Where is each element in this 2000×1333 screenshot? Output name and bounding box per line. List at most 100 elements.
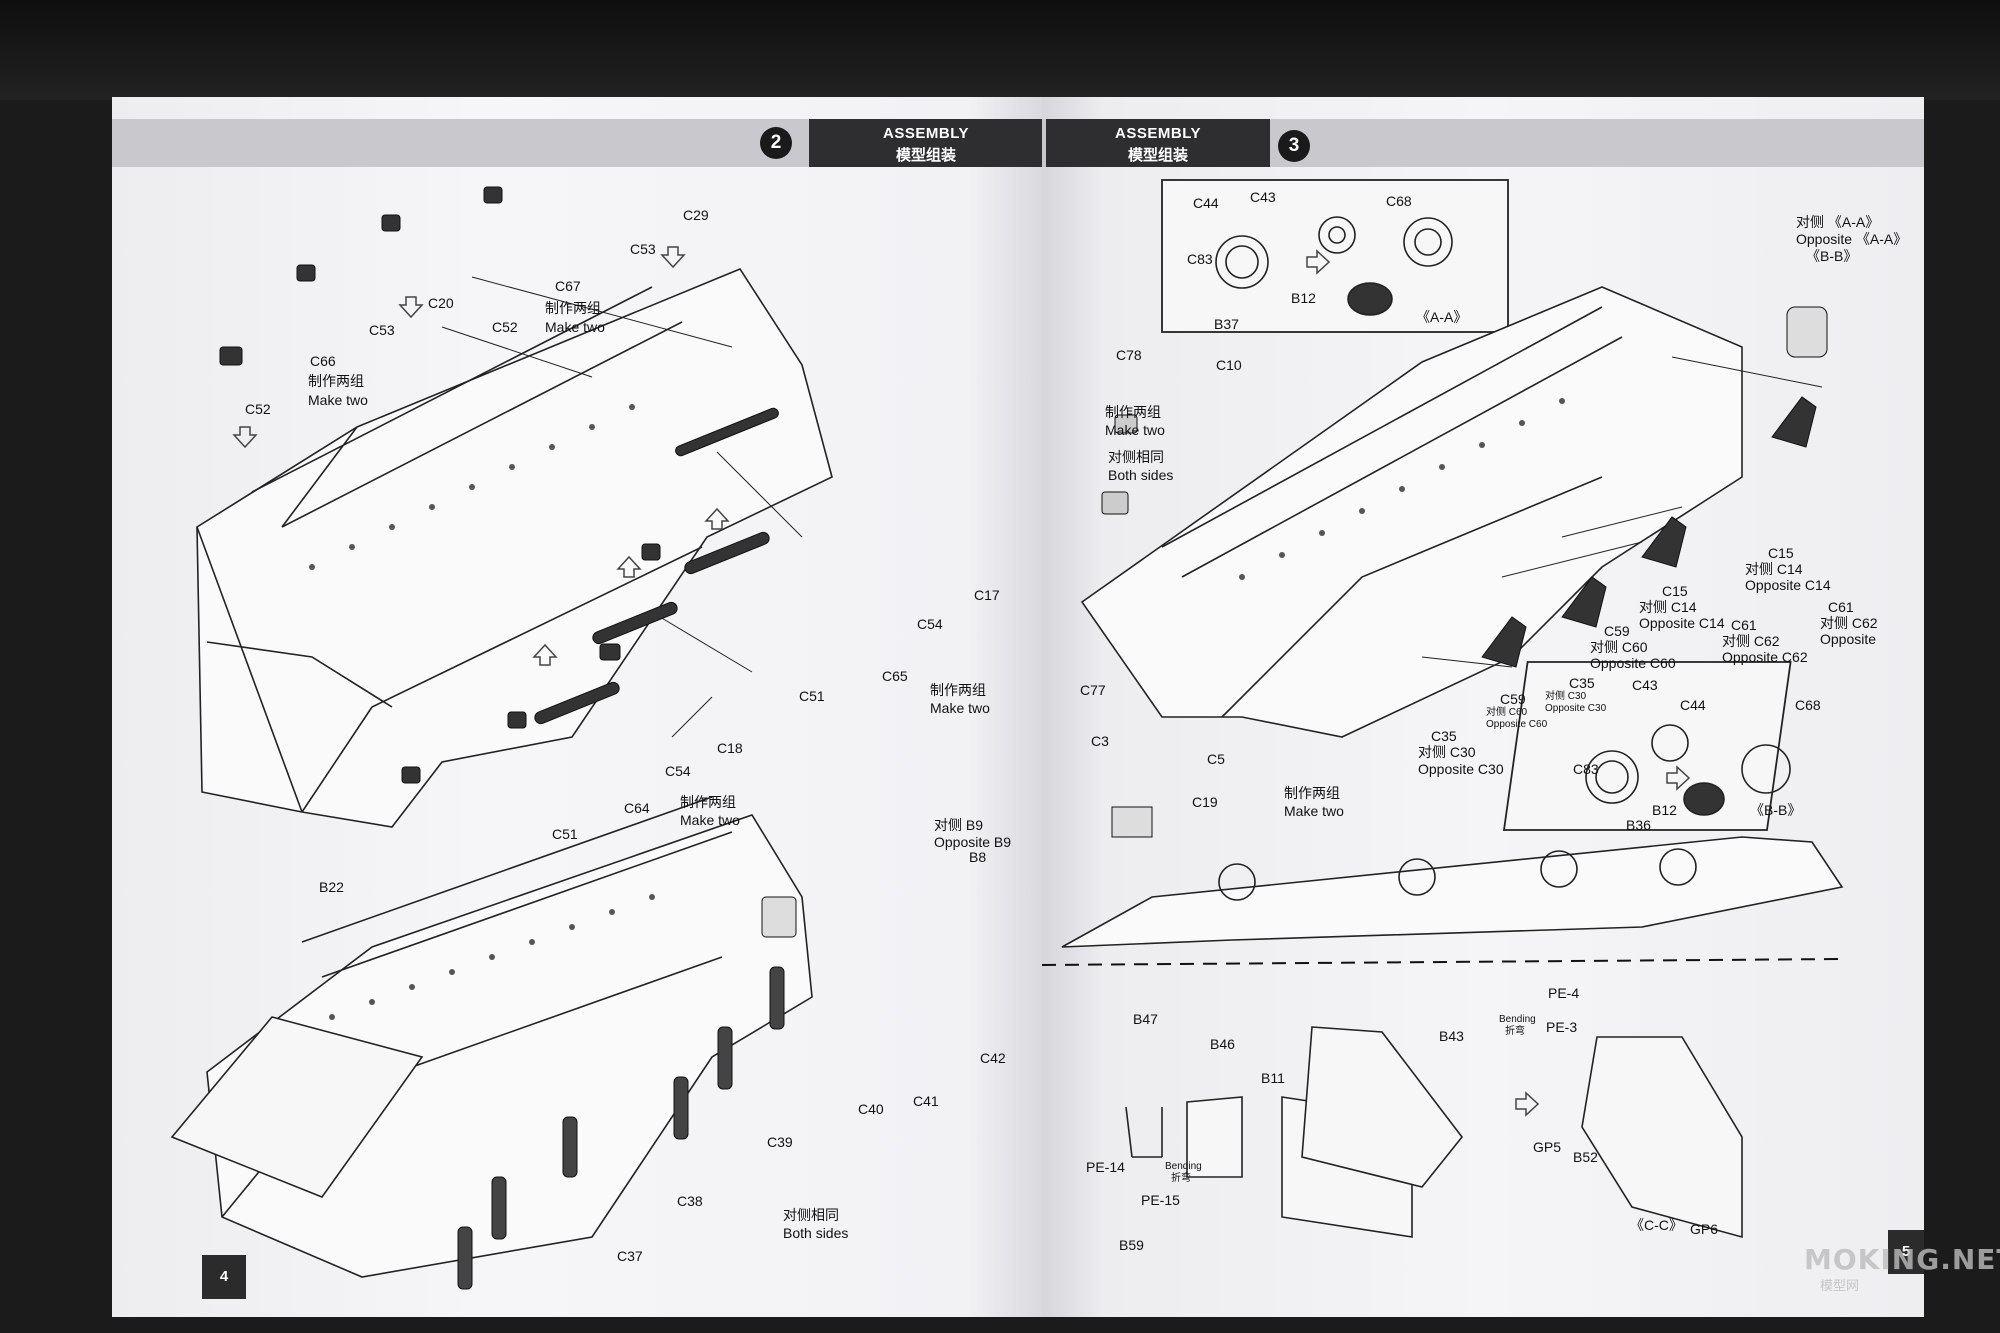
opposite-c62-cn: 对侧 C62	[1820, 615, 1878, 631]
label-c10: C10	[1216, 357, 1242, 373]
opposite-c62-en: Opposite	[1820, 631, 1877, 647]
label-c59: C59	[1500, 691, 1526, 707]
label-b12: B12	[1652, 802, 1677, 818]
opposite-c30-en: Opposite C30	[1545, 703, 1607, 714]
label-c35: C35	[1431, 728, 1457, 744]
label-b59: B59	[1119, 1237, 1144, 1253]
make-two-en: Make two	[930, 700, 990, 716]
opposite-b9-en: Opposite B9	[934, 834, 1012, 850]
label-c41: C41	[913, 1093, 939, 1109]
section-b-b: 《B-B》	[1750, 802, 1802, 818]
both-sides-en: Both sides	[783, 1225, 849, 1241]
label-c53: C53	[369, 322, 395, 338]
label-pe-3: PE-3	[1546, 1019, 1578, 1035]
header-en: ASSEMBLY	[883, 125, 969, 142]
label-c39: C39	[767, 1134, 793, 1150]
label-b37: B37	[1214, 316, 1239, 332]
bending-en: Bending	[1165, 1161, 1202, 1172]
right-page: ASSEMBLY 模型组装 3 5	[1042, 97, 1924, 1317]
step-number-badge: 2	[760, 127, 792, 159]
label-c59: C59	[1604, 623, 1630, 639]
label-c18: C18	[717, 740, 743, 756]
label-c38: C38	[677, 1193, 703, 1209]
label-c35: C35	[1569, 675, 1595, 691]
step-number-badge: 3	[1278, 130, 1310, 162]
both-sides-cn: 对侧相同	[783, 1207, 839, 1223]
page-number: 4	[202, 1255, 246, 1299]
label-c68: C68	[1386, 193, 1412, 209]
label-b36: B36	[1626, 817, 1651, 833]
opposite-c62-en: Opposite C62	[1722, 649, 1808, 665]
make-two-en: Make two	[680, 812, 740, 828]
label-c5: C5	[1207, 751, 1225, 767]
label-b52: B52	[1573, 1149, 1598, 1165]
make-two-cn: 制作两组	[680, 794, 736, 810]
make-two-en: Make two	[545, 319, 605, 335]
label-c29: C29	[683, 207, 709, 223]
label-c83: C83	[1573, 761, 1599, 777]
label-c61: C61	[1828, 599, 1854, 615]
label-b22: B22	[319, 879, 344, 895]
header-en: ASSEMBLY	[1115, 125, 1201, 142]
label-c3: C3	[1091, 733, 1109, 749]
opposite-c62-cn: 对侧 C62	[1722, 633, 1780, 649]
label-c51: C51	[799, 688, 825, 704]
opposite-c60-en: Opposite C60	[1486, 719, 1548, 730]
label-b43: B43	[1439, 1028, 1464, 1044]
assembly-diagram-step-2	[170, 186, 833, 1290]
opposite-c30-cn: 对侧 C30	[1545, 691, 1587, 702]
label-c51: C51	[552, 826, 578, 842]
make-two-cn: 制作两组	[1105, 404, 1161, 420]
left-page: 2 ASSEMBLY 模型组装 4	[112, 97, 1042, 1317]
make-two-en: Make two	[1284, 803, 1344, 819]
both-sides-en: Both sides	[1108, 467, 1174, 483]
opposite-b9-cn: 对侧 B9	[934, 817, 984, 833]
opposite-c30-cn: 对侧 C30	[1418, 744, 1476, 760]
label-c15: C15	[1768, 545, 1794, 561]
assembly-header: ASSEMBLY 模型组装	[809, 119, 1042, 167]
label-c78: C78	[1116, 347, 1142, 363]
label-b8: B8	[969, 849, 987, 865]
opposite-c14-cn: 对侧 C14	[1639, 599, 1697, 615]
label-b46: B46	[1210, 1036, 1235, 1052]
assembly-header: ASSEMBLY 模型组装	[1046, 119, 1270, 167]
label-c15: C15	[1662, 583, 1688, 599]
opposite-a-a-en: Opposite 《A-A》	[1796, 231, 1908, 247]
label-pe-15: PE-15	[1141, 1192, 1180, 1208]
label-c65: C65	[882, 668, 908, 684]
label-c20: C20	[428, 295, 454, 311]
opposite-c30-en: Opposite C30	[1418, 761, 1504, 777]
label-c42: C42	[980, 1050, 1006, 1066]
make-two-cn: 制作两组	[545, 300, 601, 316]
make-two-cn: 制作两组	[1284, 785, 1340, 801]
label-pe-14: PE-14	[1086, 1159, 1125, 1175]
label-c19: C19	[1192, 794, 1218, 810]
label-c83: C83	[1187, 251, 1213, 267]
label-c54: C54	[665, 763, 691, 779]
label-c67: C67	[555, 278, 581, 294]
background-top	[0, 0, 2000, 100]
label-b11: B11	[1261, 1070, 1285, 1086]
bending-cn: 折弯	[1171, 1173, 1191, 1184]
opposite-c14-cn: 对侧 C14	[1745, 561, 1803, 577]
label-c44: C44	[1193, 195, 1219, 211]
label-gp5: GP5	[1533, 1139, 1562, 1155]
label-c40: C40	[858, 1101, 884, 1117]
make-two-cn: 制作两组	[308, 373, 364, 389]
watermark: MOKING.NET	[1804, 1243, 2000, 1276]
label-gp6: GP6	[1690, 1221, 1719, 1237]
label-c53: C53	[630, 241, 656, 257]
opposite-c14-en: Opposite C14	[1745, 577, 1831, 593]
both-sides-cn: 对侧相同	[1108, 449, 1164, 465]
make-two-en: Make two	[1105, 422, 1165, 438]
label-c68: C68	[1795, 697, 1821, 713]
label-pe-4: PE-4	[1548, 985, 1580, 1001]
opposite-c60-cn: 对侧 C60	[1486, 707, 1528, 718]
label-c77: C77	[1080, 682, 1106, 698]
label-c64: C64	[624, 800, 650, 816]
bending-en: Bending	[1499, 1014, 1536, 1025]
label-c43: C43	[1632, 677, 1658, 693]
label-c17: C17	[974, 587, 1000, 603]
make-two-cn: 制作两组	[930, 682, 986, 698]
label-c52: C52	[245, 401, 271, 417]
